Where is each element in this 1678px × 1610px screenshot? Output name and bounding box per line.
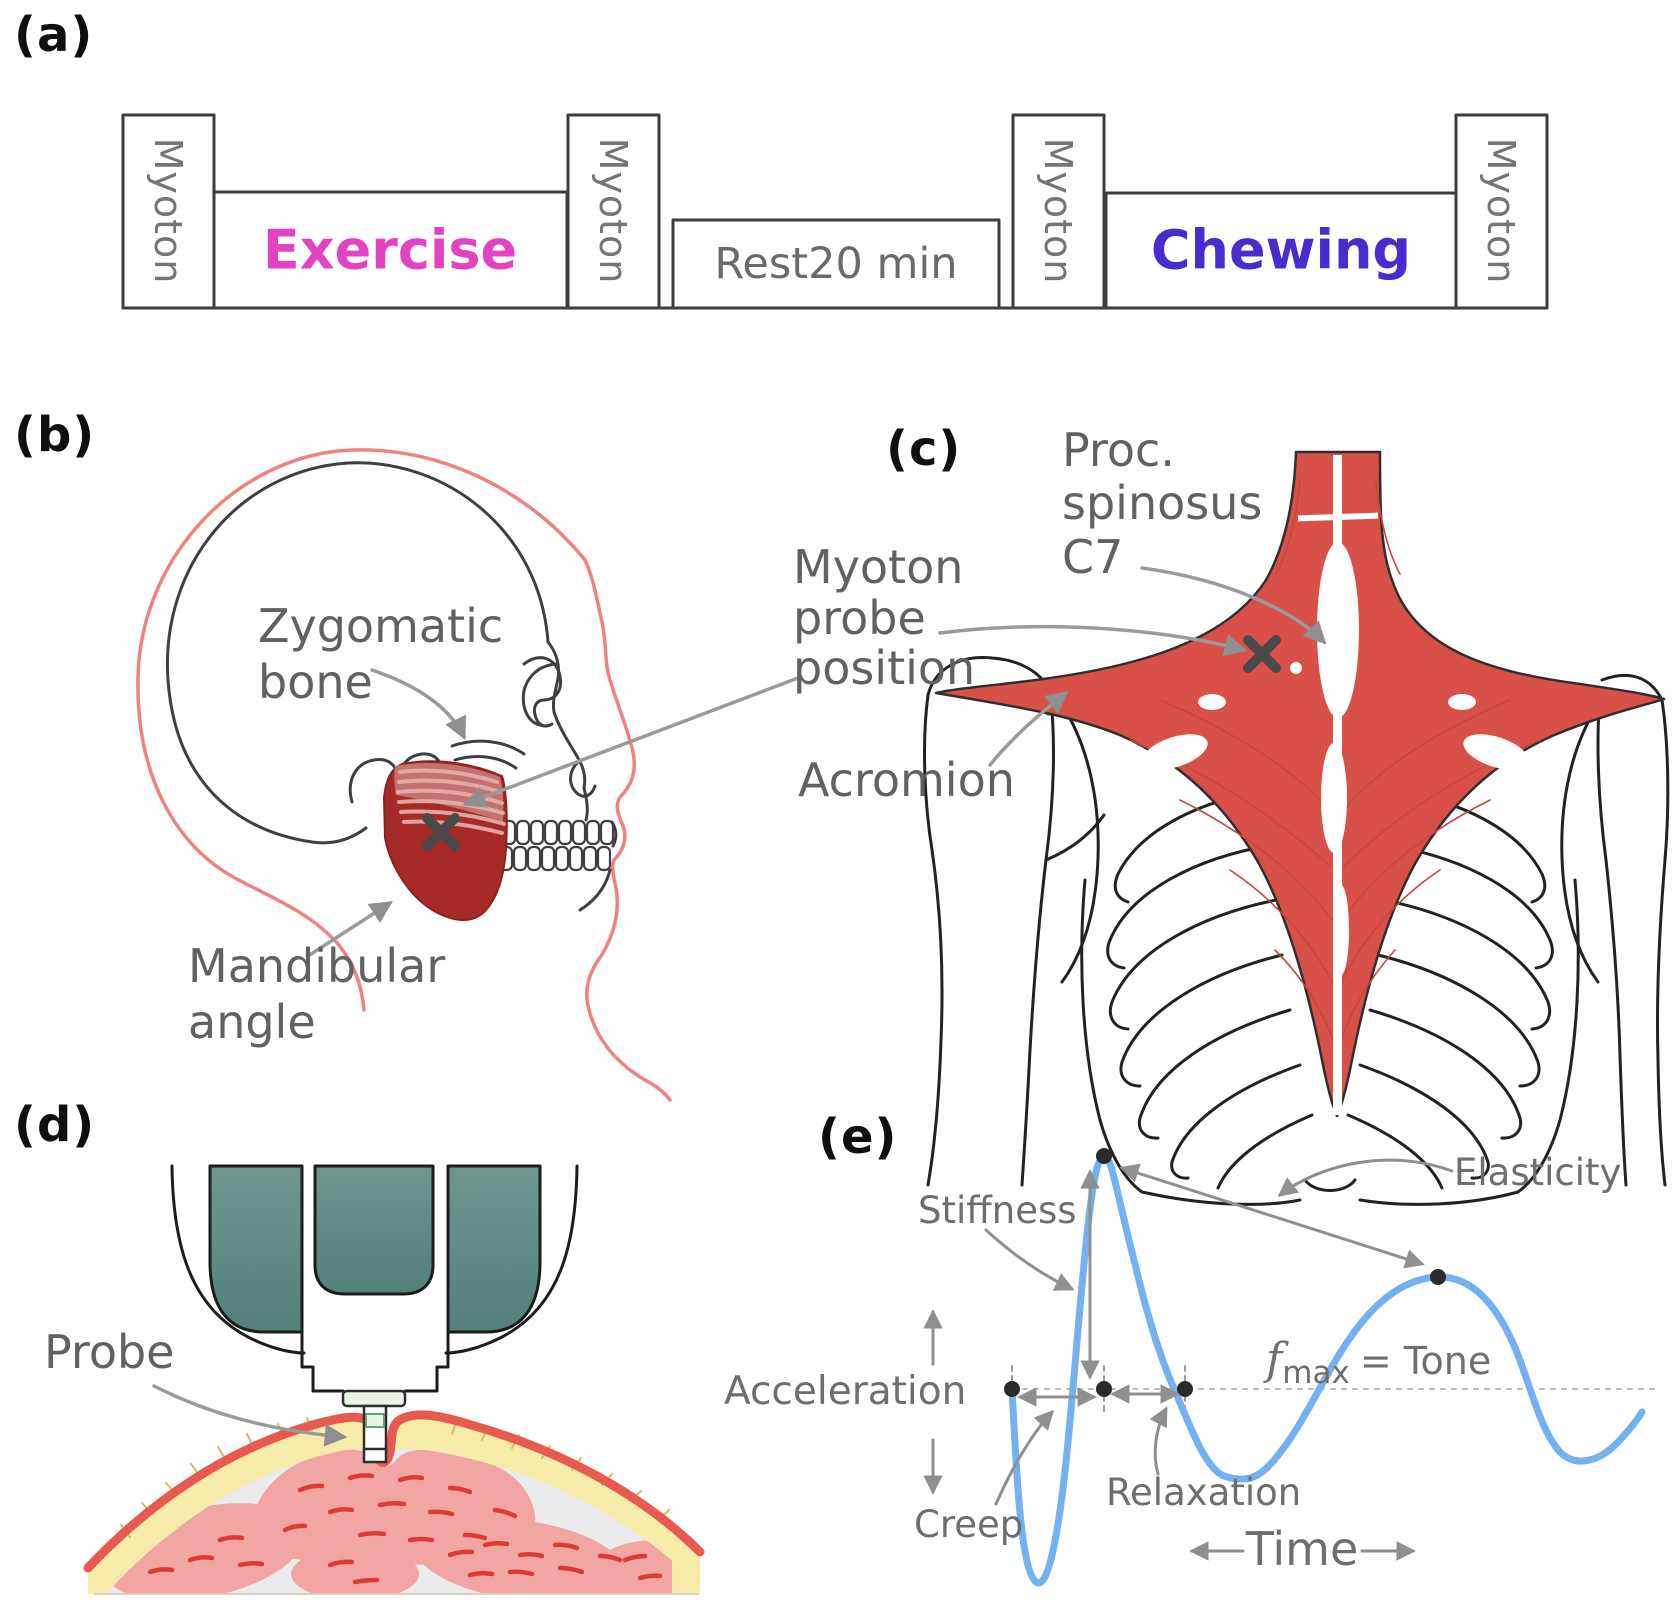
panel-e-arrows [923,1158,1454,1561]
eye-socket [521,662,558,728]
proc-spinosus-c7-label: Proc. spinosus C7 [1062,423,1263,584]
acceleration-curve [1008,1154,1646,1587]
panel-c-back [923,450,1670,1206]
myoton-device [170,1164,579,1464]
zygomatic-arch [450,739,526,756]
panel-a-timeline [121,113,1549,310]
myoton-box-4 [1454,113,1549,310]
creep-label: Creep [914,1503,1024,1546]
trapezius-muscle [934,450,1666,1118]
panel-b-skull [136,448,800,1102]
baseline-dot-start [1004,1381,1020,1397]
device-shell-left [170,1164,306,1355]
myoton-label-2: Myoton [591,137,635,285]
muscle-fiber-dashes [127,1473,663,1585]
zygomatic-bone-label: Zygomatic bone [258,599,504,710]
mandible-chin [578,868,612,912]
tissue-cross-section [83,1410,705,1595]
trapezius-probe-x-mark [1243,635,1281,673]
relaxation-label: Relaxation [1106,1471,1302,1514]
elasticity-double-arrow [1119,1163,1425,1269]
fmax-tone-label: fmax= Tone [1266,1334,1491,1391]
panel-c-arrows [938,566,1327,767]
device-panel-center [313,1164,435,1296]
myoton-probe-position-label: Myoton probe position [793,540,976,696]
rest-box [671,218,1001,310]
probe-position-connector-right [938,624,1248,657]
probe-shaft [362,1404,388,1453]
panel-c-letter: (c) [886,421,962,477]
fmax-f: f [1266,1334,1283,1385]
trapezius-white-details [1142,455,1529,1115]
acceleration-label: Acceleration [724,1369,967,1414]
acromion-arrow [988,690,1069,767]
myoton-box-1 [121,113,216,310]
elasticity-label: Elasticity [1454,1151,1622,1194]
masseter-probe-x-mark [422,813,460,851]
panel-e-letter: (e) [818,1109,898,1165]
probe-position-connector-left [462,676,800,808]
skull-outline [165,461,618,912]
mandibular-angle-label: Mandibular angle [188,939,446,1050]
first-peak-dot [1096,1148,1112,1164]
panel-d-letter: (d) [14,1097,96,1153]
exercise-label: Exercise [262,218,518,282]
probe-arrow [152,1384,348,1447]
relaxation-label-arrow [1149,1406,1168,1476]
c7-arrow [1140,566,1327,645]
panel-b-arrows [306,668,800,958]
myoton-label-1: Myoton [146,137,190,285]
face-outline [136,448,672,1102]
curve-point-dots [1004,1148,1446,1397]
myoton-label-4: Myoton [1479,137,1523,285]
stiffness-label: Stiffness [918,1189,1077,1232]
ear-outline [522,656,563,728]
stiffness-label-arrow [984,1228,1075,1291]
probe-tip [362,1447,388,1464]
rest-label: Rest20 min [714,239,958,289]
device-panel-left [208,1164,304,1334]
fmax-sub: max [1282,1355,1350,1391]
elasticity-label-arrow [1277,1158,1454,1197]
probe-label: Probe [44,1325,175,1379]
panel-e-plot [923,1148,1657,1587]
myoton-box-3 [1011,113,1106,310]
baseline-dot-peak-projection [1096,1381,1112,1397]
panel-b-letter: (b) [14,407,96,463]
fmax-rest: = Tone [1359,1339,1492,1383]
second-peak-dot [1430,1269,1446,1285]
muscle-bundles [106,1449,672,1594]
nasal-notch [569,760,597,798]
mandibular-arrow [306,901,393,958]
panel-d-device [83,1164,705,1595]
probe-green-ring [365,1413,385,1428]
device-shell-right [444,1164,579,1355]
device-panel-right [446,1164,542,1334]
panel-a-letter: (a) [14,7,94,63]
creep-label-arrow [994,1409,1054,1506]
device-neck [300,1330,450,1393]
myoton-label-3: Myoton [1036,137,1080,285]
zygomatic-arrow [370,668,466,741]
myoton-box-2 [566,113,661,310]
time-label: Time [1245,1522,1359,1576]
probe-collar [341,1389,407,1408]
acromion-label: Acromion [798,753,1015,807]
chewing-label: Chewing [1150,218,1412,282]
baseline-dot-relaxation-end [1177,1381,1193,1397]
chewing-box [1104,191,1458,310]
